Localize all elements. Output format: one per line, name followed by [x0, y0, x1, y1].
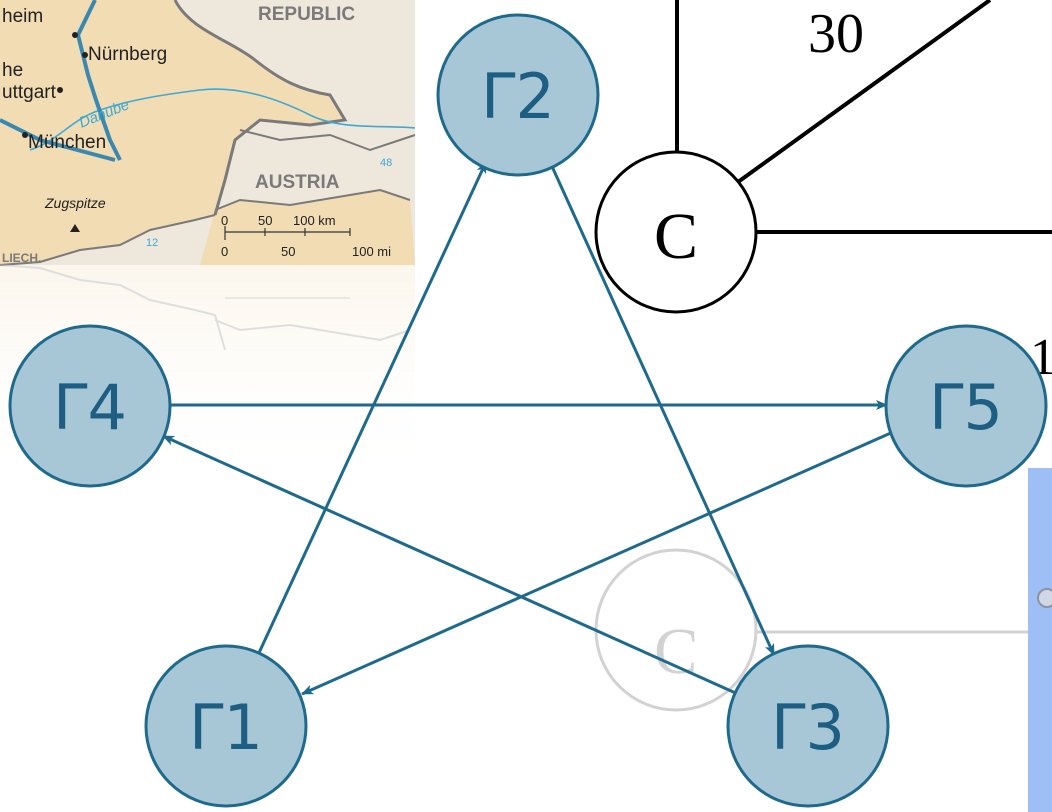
scale-mi-100: 100 mi	[352, 244, 391, 259]
star-node-g2: Γ2	[436, 13, 600, 177]
latitude-label: 48	[380, 157, 392, 169]
country-label-austria: AUSTRIA	[255, 172, 340, 193]
map-scale-bar: 0 50 100 km 0 50 100 mi	[221, 213, 391, 259]
star-node-g1: Γ1	[144, 644, 308, 808]
graph-edge-diagonal	[736, 0, 992, 184]
edge-g1-to-g2	[256, 161, 488, 656]
city-label-munchen: München	[28, 132, 106, 153]
blue-panel	[1028, 468, 1052, 812]
node-label-g4: Γ4	[53, 371, 127, 444]
scale-mi-0: 0	[221, 244, 228, 259]
star-edges	[162, 161, 894, 697]
longitude-label: 12	[146, 237, 158, 249]
edge-weight-label: 30	[808, 3, 864, 65]
city-label-zugspitze: Zugspitze	[44, 195, 106, 211]
graph-node-c	[594, 150, 758, 314]
background-graph: C 30 1	[594, 0, 1052, 386]
node-label-g1: Γ1	[189, 691, 263, 764]
svg-text:C: C	[654, 615, 698, 688]
star-node-g4: Γ4	[8, 324, 172, 488]
map-fragment: heim Nürnberg he uttgart München Zugspit…	[0, 0, 416, 266]
edge-g5-to-g1	[301, 430, 894, 696]
country-label-liech: LIECH.	[2, 251, 41, 265]
country-label-republic: REPUBLIC	[258, 4, 355, 25]
node-label-g2: Γ2	[481, 60, 555, 133]
scale-km-0: 0	[221, 213, 228, 228]
node-label-g3: Γ3	[771, 691, 845, 764]
star-digraph: Γ2 Γ4 Γ5 Γ1 Γ3	[8, 13, 1048, 808]
edge-g3-to-g4	[162, 434, 741, 697]
graph-node-c-reflection: C	[594, 548, 1030, 712]
scale-km-100: 100 km	[293, 213, 336, 228]
panel-knob-icon	[1037, 588, 1052, 608]
star-node-g3: Γ3	[726, 644, 890, 808]
city-label-nurnberg: Nürnberg	[88, 44, 167, 65]
city-label-he: he	[2, 60, 23, 81]
scale-km-50: 50	[258, 213, 272, 228]
city-label-stuttgart: uttgart	[2, 82, 57, 103]
star-node-g5: Γ5	[884, 324, 1048, 488]
edge-g2-to-g3	[548, 161, 776, 656]
city-label-heim: heim	[2, 6, 43, 27]
node-label-g5: Γ5	[929, 371, 1003, 444]
scale-mi-50: 50	[281, 244, 295, 259]
graph-node-c-label: C	[654, 200, 698, 273]
